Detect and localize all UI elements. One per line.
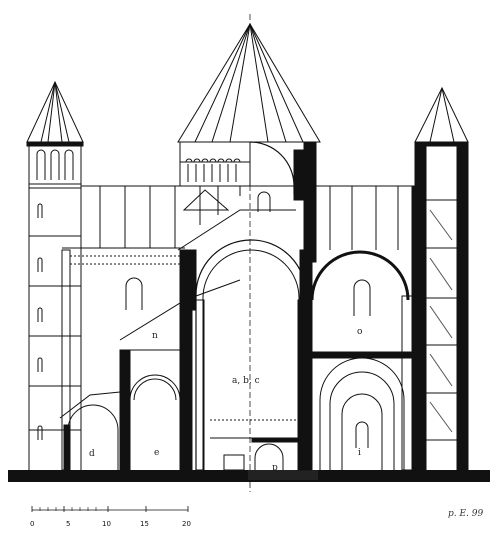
scale-tick-20: 20 [182,520,191,528]
central-spire [177,23,321,263]
right-nave [251,185,420,471]
label-p: p [272,463,278,473]
label-i: i [358,448,361,458]
right-tower [411,86,469,471]
scale-tick-15: 15 [140,520,149,528]
label-o: o [357,327,362,337]
label-e: e [154,448,159,458]
scale-bar: 0 5 10 15 20 [30,506,191,528]
scale-tick-10: 10 [102,520,111,528]
scale-tick-0: 0 [30,520,34,528]
label-n: n [152,331,158,341]
signature: p. E. 99 [448,509,484,519]
ground [8,470,490,482]
scale-tick-5: 5 [66,520,70,528]
left-tower [26,80,84,473]
crossing [177,209,307,471]
left-nave [59,185,241,471]
label-d: d [89,449,95,459]
label-center: a, b, c [232,376,260,386]
